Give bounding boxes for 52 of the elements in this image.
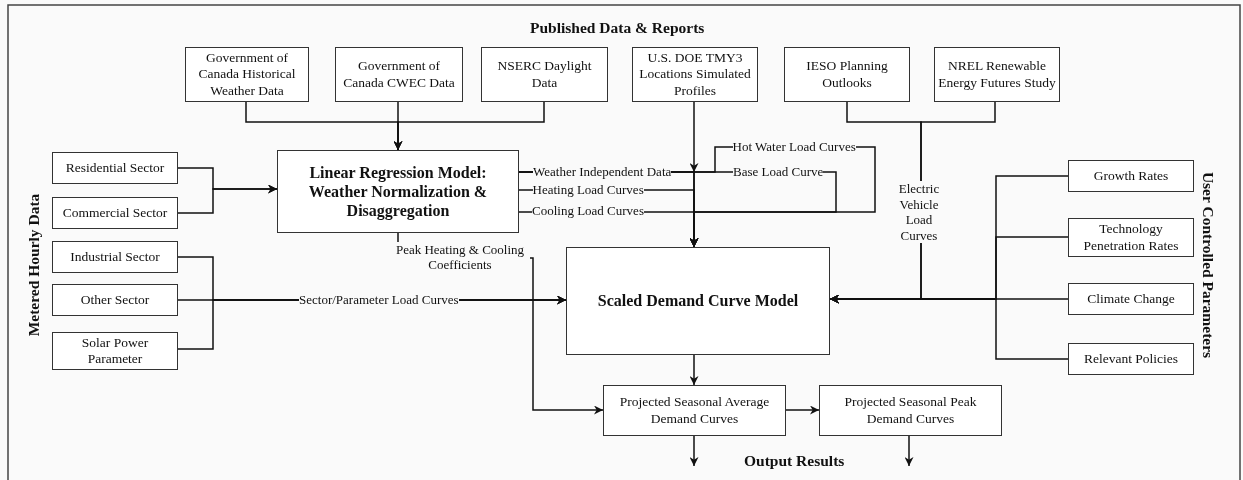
group-title: Published Data & Reports [530, 19, 705, 37]
connector-arrow [177, 184, 278, 214]
box-label: Solar Power Parameter [80, 334, 150, 368]
box-label: Industrial Sector [70, 248, 160, 266]
process-box [1068, 343, 1194, 375]
edge-label: Heating Load Curves [532, 182, 644, 198]
box-label: Commercial Sector [62, 204, 168, 222]
box-label: NSERC Daylight Data [496, 58, 593, 91]
group-title: Metered Hourly Data [24, 193, 43, 337]
connector-arrow [393, 101, 545, 151]
edge-label: Weather Independent Data [533, 164, 672, 180]
box-label: Projected Seasonal Average Demand Curves [618, 394, 771, 427]
group-title: Output Results [744, 452, 845, 470]
connector-arrow [689, 354, 699, 386]
process-box [52, 152, 178, 184]
process-box [52, 197, 178, 229]
box-label: Other Sector [80, 291, 150, 309]
model-box [277, 150, 519, 233]
process-box [52, 241, 178, 273]
box-label: Climate Change [1087, 290, 1175, 308]
connector-arrow [785, 405, 820, 415]
process-box [632, 47, 758, 102]
process-box [335, 47, 463, 102]
box-label: Growth Rates [1093, 167, 1169, 185]
box-label: Government of Canada CWEC Data [342, 58, 456, 91]
process-box [1068, 218, 1194, 257]
process-box [784, 47, 910, 102]
box-label: IESO Planning Outlooks [805, 58, 889, 91]
box-label: Government of Canada Historical Weather Data [197, 50, 297, 99]
process-box [1068, 283, 1194, 315]
connector-arrow [904, 435, 914, 467]
process-box [934, 47, 1060, 102]
box-label: Relevant Policies [1083, 350, 1179, 368]
group-title: User Controlled Parameters [1199, 171, 1218, 359]
process-box [603, 385, 786, 436]
process-box [819, 385, 1002, 436]
box-label: Scaled Demand Curve Model [597, 291, 799, 311]
process-box [1068, 160, 1194, 192]
edge-label: Cooling Load Curves [532, 203, 644, 219]
box-label: Projected Seasonal Peak Demand Curves [843, 394, 978, 427]
box-label: Technology Penetration Rates [1082, 221, 1180, 254]
box-label: Residential Sector [65, 159, 165, 177]
process-box [52, 332, 178, 370]
model-box [566, 247, 830, 355]
box-label: Linear Regression Model: Weather Normalization & Disaggregation [307, 162, 489, 221]
connector-arrow [689, 435, 699, 467]
box-label: NREL Renewable Energy Futures Study [938, 58, 1056, 91]
process-box [185, 47, 309, 102]
box-label: U.S. DOE TMY3 Locations Simulated Profiles [638, 50, 752, 99]
process-box [481, 47, 608, 102]
process-box [52, 284, 178, 316]
connector-arrow [829, 294, 1069, 360]
